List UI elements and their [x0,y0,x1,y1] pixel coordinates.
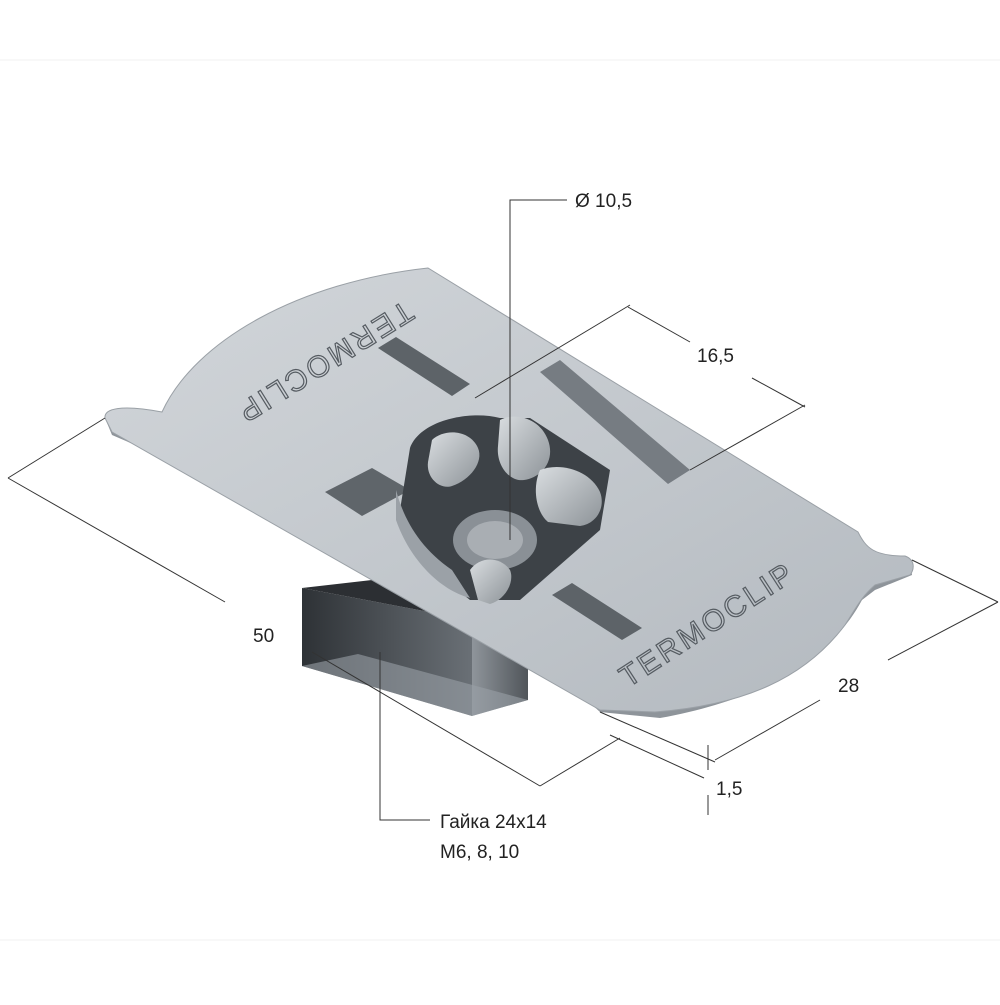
slot-width-label: 16,5 [697,346,734,367]
thickness-label: 1,5 [716,779,742,800]
slot-upper-left [378,337,470,396]
nut-callout-line1: Гайка 24x14 [440,812,547,833]
hole-diameter-label: Ø 10,5 [575,191,632,212]
dimension-thickness: 1,5 [609,734,742,815]
spring-clip [396,416,602,604]
slot-lower-right [552,583,642,640]
width-label: 28 [838,676,859,697]
slot-upper-right-long [540,360,690,484]
nut-callout: Гайка 24x14 M6, 8, 10 [379,652,547,863]
slot-lower-left [325,468,410,516]
dimension-hole-diameter: Ø 10,5 [509,191,632,540]
nut-callout-line2: M6, 8, 10 [440,842,519,863]
dimension-width: 28 [599,559,999,763]
length-label: 50 [253,626,274,647]
dimension-slot-width: 16,5 [474,304,806,471]
dimension-length: 50 [7,417,621,787]
